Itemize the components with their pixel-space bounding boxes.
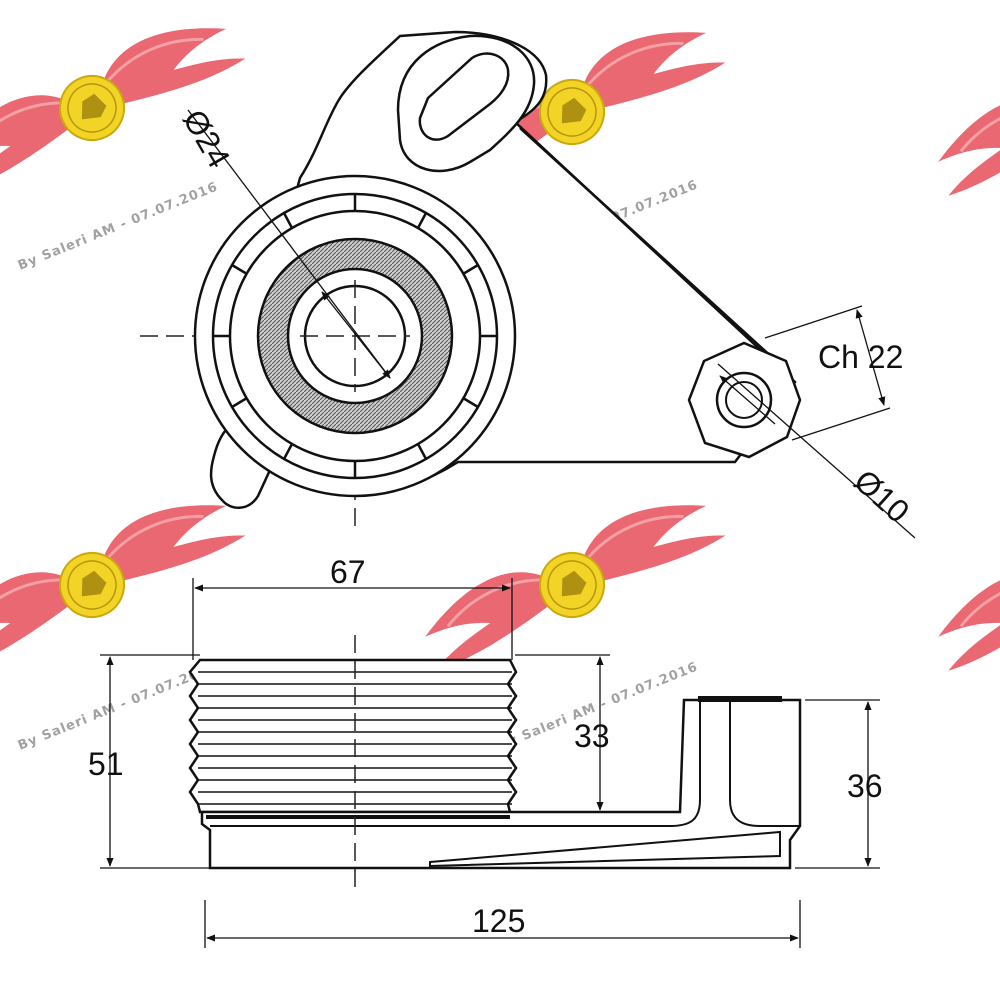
dimension-hole-diameter: Ø10 bbox=[847, 462, 916, 529]
bracket-slot bbox=[418, 52, 510, 141]
watermark-logo-3 bbox=[921, 4, 1000, 209]
watermark-logo-4 bbox=[0, 479, 253, 684]
dimension-pulley-width: 67 bbox=[330, 554, 366, 590]
dimension-pulley-height: 33 bbox=[574, 718, 610, 754]
side-view-dimensions bbox=[100, 578, 880, 948]
dimension-bracket-height: 36 bbox=[847, 768, 883, 804]
watermark-text-1: By Saleri AM - 07.07.2016 bbox=[16, 179, 220, 273]
top-view bbox=[140, 30, 802, 530]
watermark-logo-6 bbox=[921, 479, 1000, 684]
top-view-dimensions bbox=[187, 109, 916, 539]
side-view bbox=[188, 635, 802, 890]
watermark-logo-5 bbox=[408, 479, 733, 684]
dimension-hex-size: Ch 22 bbox=[818, 339, 903, 375]
pulley-ribs bbox=[213, 194, 497, 478]
dimension-total-length: 125 bbox=[472, 903, 525, 939]
dimension-total-height: 51 bbox=[88, 746, 124, 782]
ribbed-pulley bbox=[188, 658, 518, 814]
watermark-logo-1 bbox=[0, 2, 253, 207]
